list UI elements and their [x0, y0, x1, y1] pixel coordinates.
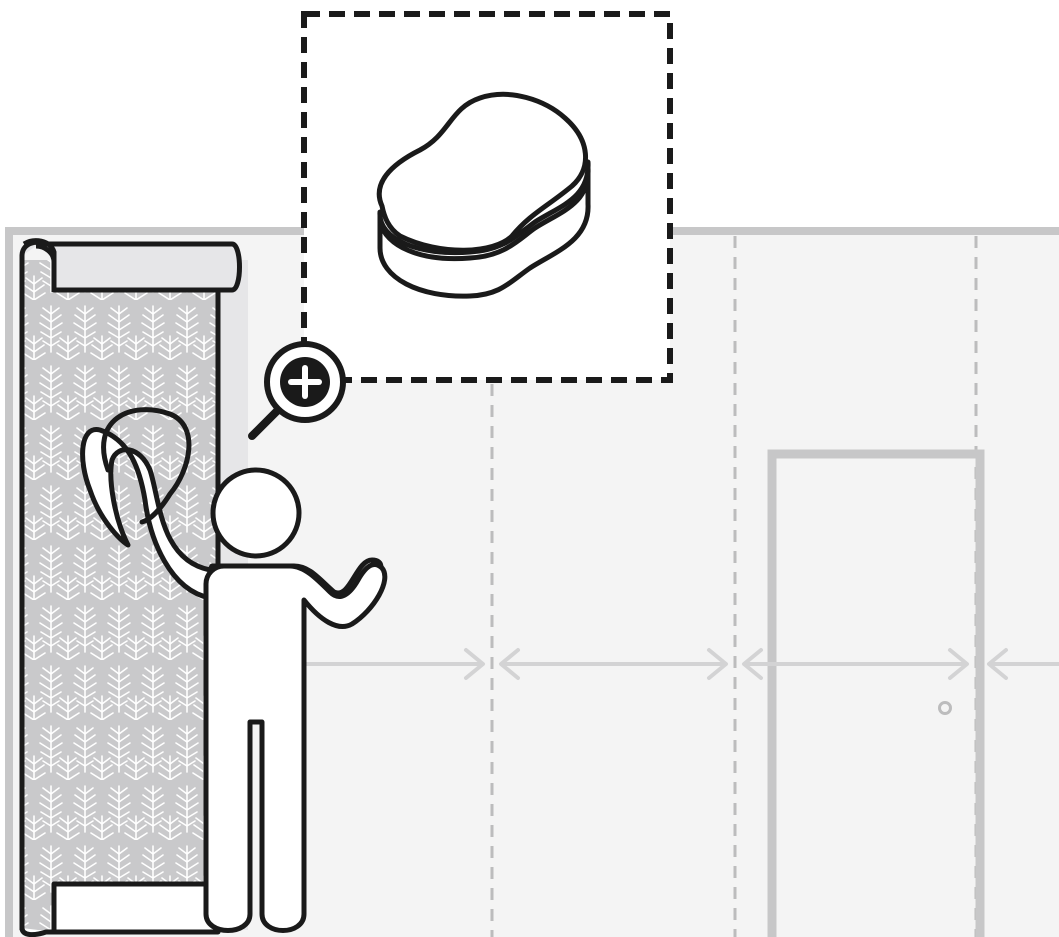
measurement-arrows	[298, 648, 1059, 680]
person-icon	[80, 407, 388, 933]
arrow-segment-4	[987, 648, 1059, 680]
arrow-segment-1	[298, 648, 485, 680]
door-knob	[938, 701, 952, 715]
sponge-zoom-callout	[301, 11, 673, 383]
arrow-segment-2	[499, 648, 728, 680]
strip-dividers	[490, 236, 978, 937]
arrow-segment-3	[742, 648, 969, 680]
sponge-icon	[376, 92, 591, 299]
door-icon	[767, 449, 985, 937]
magnifier-plus-icon	[248, 341, 346, 440]
